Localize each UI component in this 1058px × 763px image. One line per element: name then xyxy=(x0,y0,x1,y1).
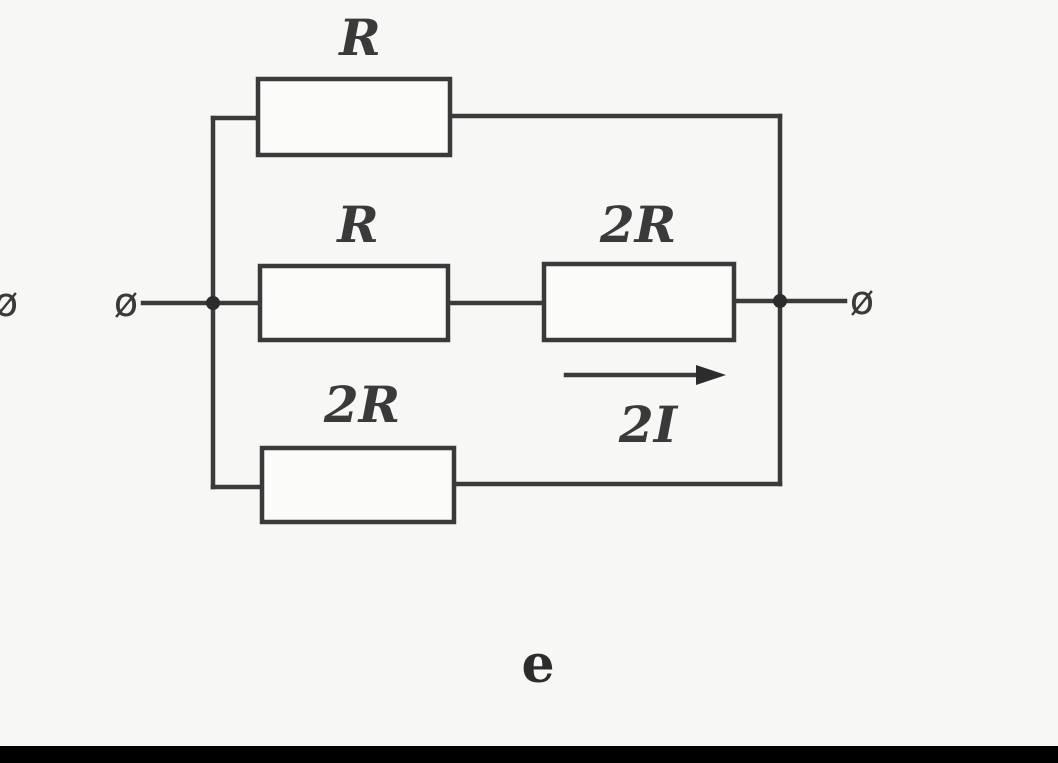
label-bottom-resistor: 2R xyxy=(323,375,400,434)
label-current: 2I xyxy=(618,395,679,454)
terminal-right: ø xyxy=(850,278,874,324)
label-top-resistor: R xyxy=(337,8,381,67)
current-arrow-head xyxy=(696,365,726,385)
wires xyxy=(140,113,848,490)
figure-caption: e xyxy=(521,634,554,695)
resistor-middle-left xyxy=(257,263,451,343)
junction-right xyxy=(773,294,787,308)
resistor-top xyxy=(255,76,453,158)
label-middle-left-resistor: R xyxy=(335,195,379,254)
terminal-far-left: ø xyxy=(0,280,18,326)
resistors xyxy=(255,76,737,525)
bottom-black-bar xyxy=(0,746,1058,763)
junction-left xyxy=(206,296,220,310)
current-arrow xyxy=(563,365,726,385)
junctions xyxy=(206,294,787,310)
resistor-bottom xyxy=(259,445,457,525)
terminal-left: ø xyxy=(114,280,138,326)
label-middle-right-resistor: 2R xyxy=(599,195,676,254)
resistor-middle-right xyxy=(541,261,737,343)
